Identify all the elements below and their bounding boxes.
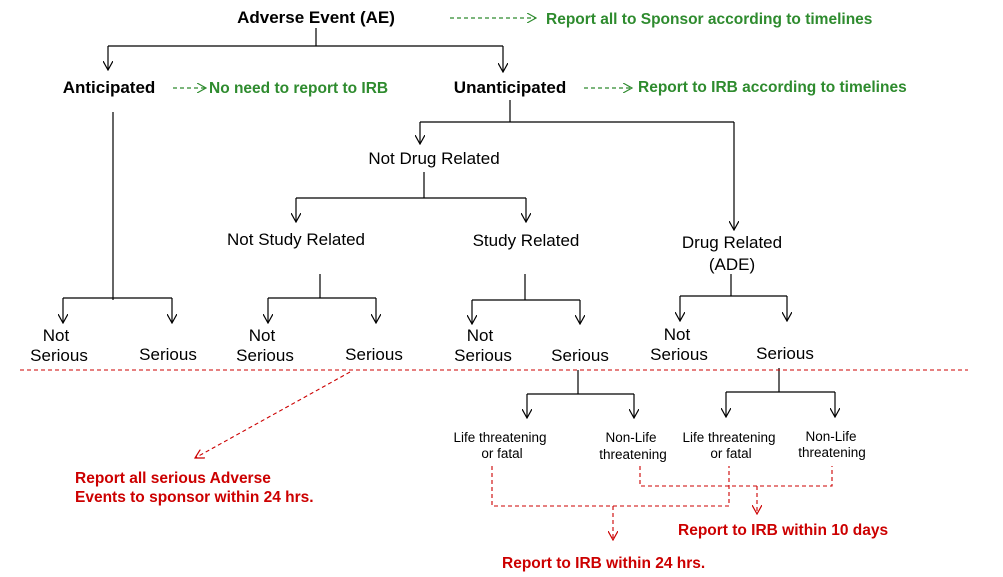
- serious-4: Serious: [756, 344, 814, 363]
- serious-2: Serious: [345, 345, 403, 364]
- node-not-drug-related: Not Drug Related: [368, 149, 499, 168]
- non-life-threatening-2-line2: threatening: [798, 445, 866, 460]
- green-notes: Report all to Sponsor according to timel…: [209, 11, 907, 97]
- note-serious-sponsor-line1: Report all serious Adverse: [75, 470, 271, 487]
- not-serious-3-line1: Not: [467, 326, 494, 345]
- not-serious-1-line2: Serious: [30, 346, 88, 365]
- life-threatening-1-line1: Life threatening: [453, 430, 546, 445]
- non-life-threatening-1-line1: Non-Life: [605, 430, 656, 445]
- node-adverse-event: Adverse Event (AE): [237, 8, 395, 27]
- connectors: [63, 28, 835, 418]
- not-serious-1-line1: Not: [43, 326, 70, 345]
- serious-3: Serious: [551, 346, 609, 365]
- not-serious-2-line2: Serious: [236, 346, 294, 365]
- node-not-study-related: Not Study Related: [227, 230, 365, 249]
- nodes: Adverse Event (AE) Anticipated Unanticip…: [30, 8, 866, 462]
- node-study-related: Study Related: [473, 231, 580, 250]
- not-serious-3-line2: Serious: [454, 346, 512, 365]
- note-irb-timelines: Report to IRB according to timelines: [638, 79, 907, 96]
- red-dashed-lines: [20, 369, 968, 540]
- green-dashed-arrows: [173, 18, 632, 88]
- life-threatening-1-line2: or fatal: [481, 446, 522, 461]
- not-serious-4-line2: Serious: [650, 345, 708, 364]
- note-irb-24-hrs: Report to IRB within 24 hrs.: [502, 555, 705, 572]
- red-notes: Report all serious Adverse Events to spo…: [75, 470, 888, 572]
- life-threatening-2-line2: or fatal: [710, 446, 751, 461]
- life-threatening-2-line1: Life threatening: [682, 430, 775, 445]
- note-no-irb: No need to report to IRB: [209, 80, 388, 97]
- non-life-threatening-2-line1: Non-Life: [805, 429, 856, 444]
- serious-1: Serious: [139, 345, 197, 364]
- node-anticipated: Anticipated: [63, 78, 156, 97]
- not-serious-4-line1: Not: [664, 325, 691, 344]
- note-report-sponsor: Report all to Sponsor according to timel…: [546, 11, 872, 28]
- node-unanticipated: Unanticipated: [454, 78, 566, 97]
- note-serious-sponsor-line2: Events to sponsor within 24 hrs.: [75, 489, 314, 506]
- not-serious-2-line1: Not: [249, 326, 276, 345]
- node-drug-related: Drug Related: [682, 233, 782, 252]
- node-drug-related-ade: (ADE): [709, 255, 755, 274]
- note-irb-10-days: Report to IRB within 10 days: [678, 522, 888, 539]
- non-life-threatening-1-line2: threatening: [599, 447, 667, 462]
